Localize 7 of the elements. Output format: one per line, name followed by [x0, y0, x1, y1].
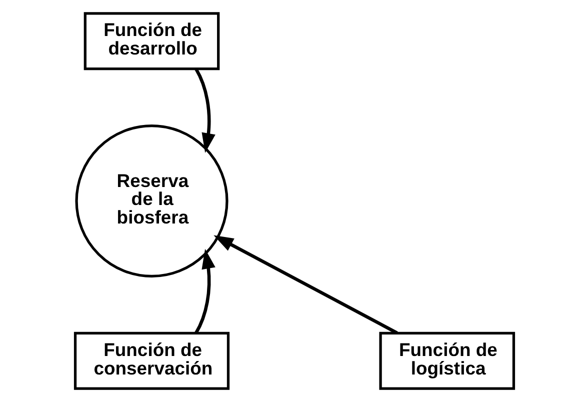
- arrow: [194, 68, 215, 153]
- node-box: Función de desarrollo: [83, 12, 220, 70]
- node-box: Función de logística: [378, 332, 515, 390]
- arrow: [194, 248, 215, 334]
- node-circle: Reserva de la biosfera: [74, 124, 228, 278]
- node-box: Función de conservación: [73, 332, 230, 390]
- arrow: [213, 235, 398, 334]
